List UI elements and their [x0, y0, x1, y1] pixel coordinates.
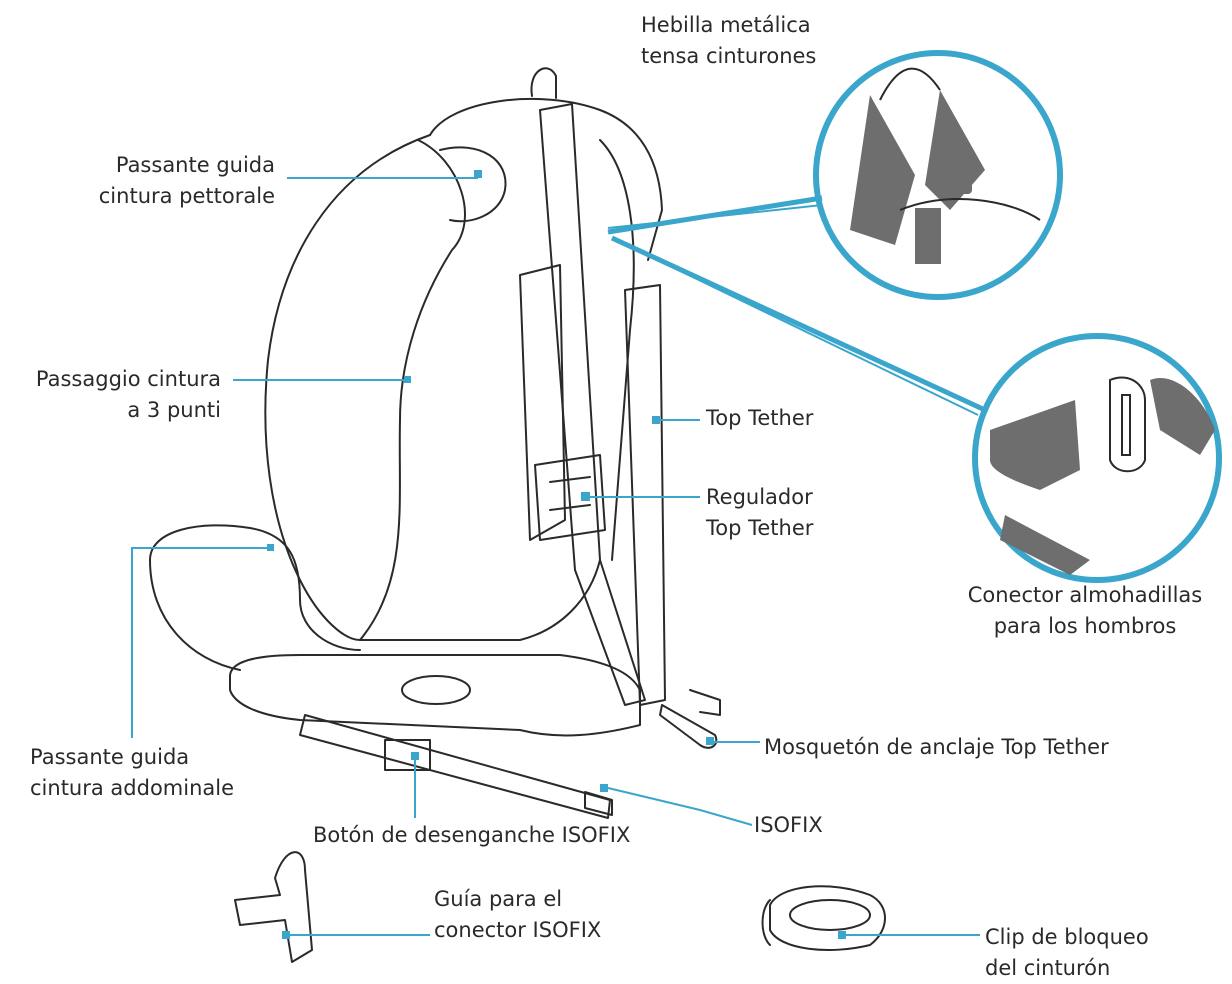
- label-isofix-line1: ISOFIX: [754, 813, 823, 837]
- isofix-button-box: [384, 739, 431, 771]
- leader-isofix: [607, 787, 753, 826]
- label-passante-addominale-line2: cintura addominale: [30, 776, 235, 800]
- label-top-tether-line1: Top Tether: [706, 406, 814, 430]
- label-conector-line1: Conector almohadillas: [967, 583, 1203, 607]
- label-passante-pettorale-line1: Passante guida: [115, 153, 275, 177]
- label-passaggio-line1: Passaggio cintura: [35, 367, 221, 391]
- seat-base: [229, 654, 641, 737]
- label-boton-line1: Botón de desenganche ISOFIX: [313, 823, 631, 847]
- carabiner: [659, 704, 718, 749]
- label-guia-line1: Guía para el: [434, 887, 563, 911]
- seat-cushion: [149, 524, 361, 651]
- label-regulador-line2: Top Tether: [706, 516, 814, 540]
- label-guia-line2: conector ISOFIX: [434, 918, 602, 942]
- leader-passante-addominale: [131, 547, 273, 738]
- markers: [267, 170, 846, 939]
- label-conector-line2: para los hombros: [993, 614, 1177, 638]
- seat-top-handle: [530, 67, 557, 99]
- base-cup: [401, 675, 471, 705]
- regulator-buckle: [534, 454, 606, 541]
- label-regulador: Regulador Top Tether: [706, 482, 813, 544]
- tether-hook: [689, 689, 721, 716]
- leader-conector-2: [610, 235, 987, 413]
- label-passante-pettorale: Passante guida cintura pettorale: [60, 150, 275, 212]
- belt-lock-clip: [769, 885, 886, 951]
- label-passaggio-line2: a 3 punti: [127, 398, 221, 422]
- label-mosqueton-line1: Mosquetón de anclaje Top Tether: [764, 735, 1109, 759]
- leader-hebilla-2: [607, 195, 823, 235]
- label-clip: Clip de bloqueo del cinturón: [985, 922, 1149, 984]
- label-passante-pettorale-line2: cintura pettorale: [98, 184, 275, 208]
- top-tether-strap: [539, 103, 646, 706]
- isofix-arm: [299, 714, 611, 819]
- label-top-tether: Top Tether: [706, 403, 813, 434]
- label-boton: Botón de desenganche ISOFIX: [313, 820, 630, 851]
- seat-headrest: [429, 97, 663, 261]
- label-hebilla-line2: tensa cinturones: [641, 44, 817, 68]
- label-passaggio: Passaggio cintura a 3 punti: [6, 364, 221, 426]
- label-hebilla: Hebilla metálica tensa cinturones: [641, 10, 816, 72]
- detail-hebilla: [813, 50, 1063, 300]
- label-clip-line1: Clip de bloqueo: [985, 925, 1149, 949]
- label-conector: Conector almohadillas para los hombros: [945, 580, 1225, 642]
- isofix-connector: [584, 791, 613, 816]
- label-guia: Guía para el conector ISOFIX: [434, 884, 601, 946]
- seat-back-shell: [264, 134, 601, 641]
- label-passante-addominale-line1: Passante guida: [30, 745, 190, 769]
- seat-side-wing: [599, 139, 635, 561]
- label-hebilla-line1: Hebilla metálica: [641, 13, 811, 37]
- seat-back-inner: [359, 139, 466, 641]
- leader-lines: [131, 177, 987, 936]
- label-clip-line2: del cinturón: [985, 956, 1111, 980]
- seat-side-panel: [519, 264, 566, 541]
- detail-conector: [972, 333, 1222, 583]
- label-mosqueton: Mosquetón de anclaje Top Tether: [764, 732, 1109, 763]
- isofix-guide-accessory: [234, 851, 313, 963]
- seat-shoulder-pad: [439, 146, 507, 223]
- label-isofix: ISOFIX: [754, 810, 823, 841]
- seat-cushion-front: [149, 559, 241, 671]
- top-tether-strap-back: [624, 284, 666, 706]
- label-passante-addominale: Passante guida cintura addominale: [30, 742, 234, 804]
- label-regulador-line1: Regulador: [706, 485, 813, 509]
